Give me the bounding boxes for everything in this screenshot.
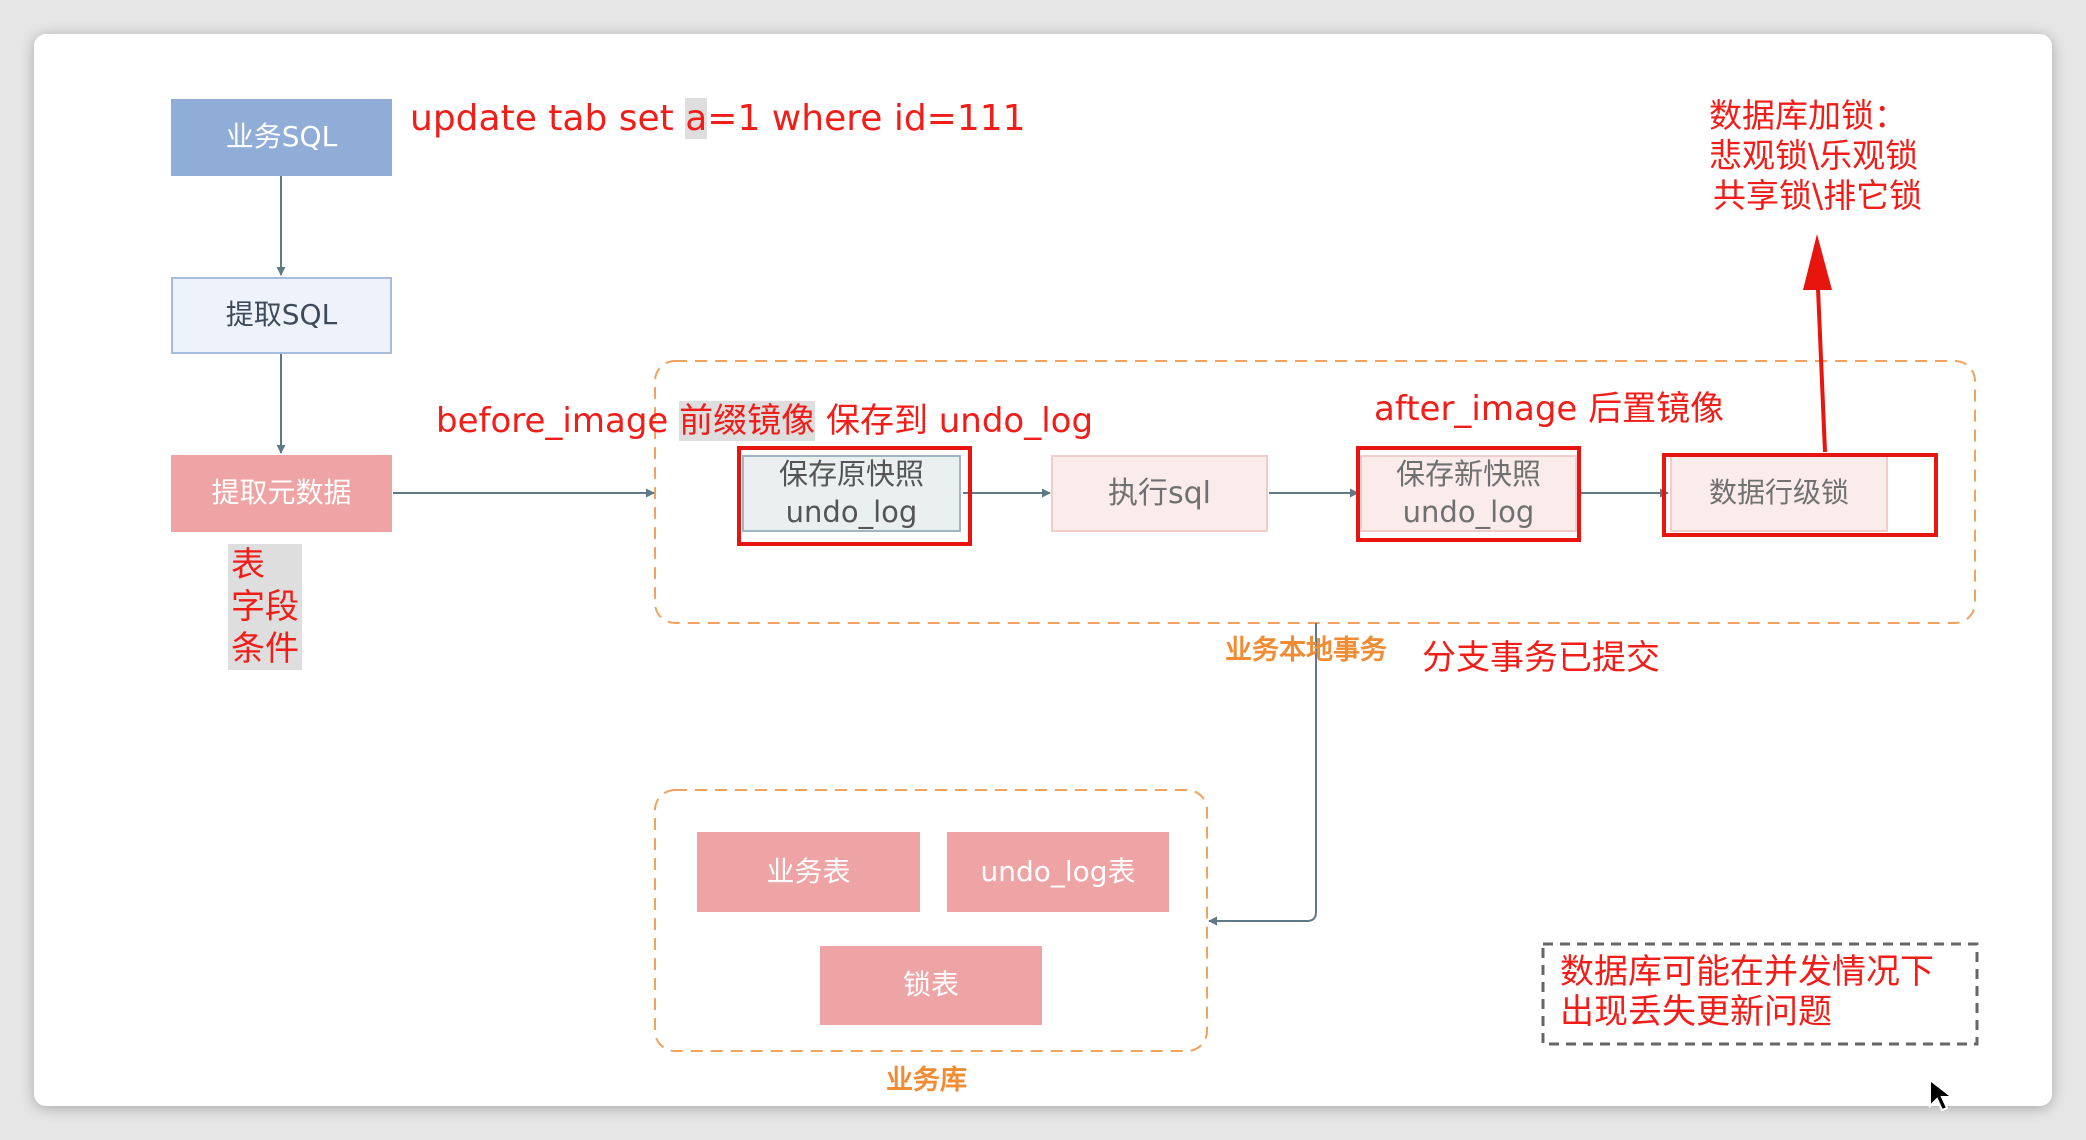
business-db-group: [654, 789, 1208, 1052]
before-image-highlight: 前缀镜像: [679, 401, 816, 441]
db-lock-title: 数据库加锁：: [1709, 96, 1907, 135]
row-lock-label: 数据行级锁: [1708, 476, 1849, 510]
extract-metadata-label: 提取元数据: [211, 476, 352, 510]
business-table-label: 业务表: [766, 854, 851, 888]
red-arrow-shaft: [1815, 264, 1827, 453]
highlight-after-snapshot: [1356, 446, 1581, 542]
local-transaction-label: 业务本地事务: [1225, 635, 1387, 666]
save-before-undo-log-label: undo_log: [785, 494, 918, 529]
red-arrow-head: [1803, 234, 1832, 290]
business-sql-box: 业务SQL: [171, 99, 392, 176]
sql-statement-annotation: update tab set a=1 where id=111: [410, 98, 1026, 139]
metadata-items-annotation: 表 字段 条件: [228, 544, 302, 670]
lost-update-note-line2: 出现丢失更新问题: [1560, 992, 1832, 1032]
highlight-row-lock: [1662, 453, 1938, 537]
db-lock-shared-exclusive: 共享锁\排它锁: [1713, 176, 1923, 215]
save-after-undo-log-label: undo_log: [1402, 494, 1535, 529]
sql-statement-highlight: a: [685, 98, 708, 139]
after-image-annotation: after_image 后置镜像: [1374, 389, 1725, 429]
save-before-snapshot-box: 保存原快照 undo_log: [742, 455, 961, 532]
sql-statement-post: =1 where id=111: [707, 98, 1026, 139]
before-image-annotation: before_image 前缀镜像 保存到 undo_log: [436, 393, 1093, 442]
sql-statement-pre: update tab set: [410, 98, 686, 139]
execute-sql-label: 执行sql: [1107, 476, 1211, 511]
extract-metadata-box: 提取元数据: [171, 455, 392, 532]
lock-table-label: 锁表: [902, 968, 959, 1002]
lost-update-note: 数据库可能在并发情况下 出现丢失更新问题: [1560, 952, 1934, 1032]
lock-table-box: 锁表: [820, 946, 1042, 1025]
extract-sql-label: 提取SQL: [225, 298, 338, 332]
lost-update-note-border: [1541, 942, 1979, 1046]
business-table-box: 业务表: [697, 832, 920, 912]
extract-sql-box: 提取SQL: [171, 277, 392, 354]
undo-log-table-label: undo_log表: [980, 854, 1136, 888]
business-sql-label: 业务SQL: [225, 120, 338, 154]
branch-committed-annotation: 分支事务已提交: [1422, 638, 1660, 678]
undo-log-table-box: undo_log表: [947, 832, 1169, 912]
before-image-pre: before_image: [436, 401, 680, 441]
before-image-post: 保存到 undo_log: [815, 401, 1094, 441]
db-lock-types-annotation: 数据库加锁： 悲观锁\乐观锁 共享锁\排它锁: [1709, 96, 1922, 216]
db-lock-pessimistic-optimistic: 悲观锁\乐观锁: [1709, 136, 1919, 175]
highlight-before-snapshot: [737, 446, 972, 546]
metadata-item-conditions: 条件: [231, 629, 299, 669]
save-after-snapshot-box: 保存新快照 undo_log: [1360, 455, 1577, 532]
business-db-label: 业务库: [886, 1065, 967, 1096]
row-lock-box: 数据行级锁: [1670, 455, 1888, 532]
save-before-snapshot-label: 保存原快照: [778, 456, 924, 491]
save-after-snapshot-label: 保存新快照: [1395, 456, 1541, 491]
execute-sql-box: 执行sql: [1051, 455, 1268, 532]
metadata-item-fields: 字段: [231, 587, 299, 627]
arrow-local-tx-to-business-db: [1208, 623, 1317, 926]
mouse-cursor-icon: [1929, 1078, 1955, 1112]
diagram-canvas: [34, 34, 2052, 1106]
metadata-item-table: 表: [231, 545, 265, 585]
lost-update-note-line1: 数据库可能在并发情况下: [1560, 952, 1934, 992]
